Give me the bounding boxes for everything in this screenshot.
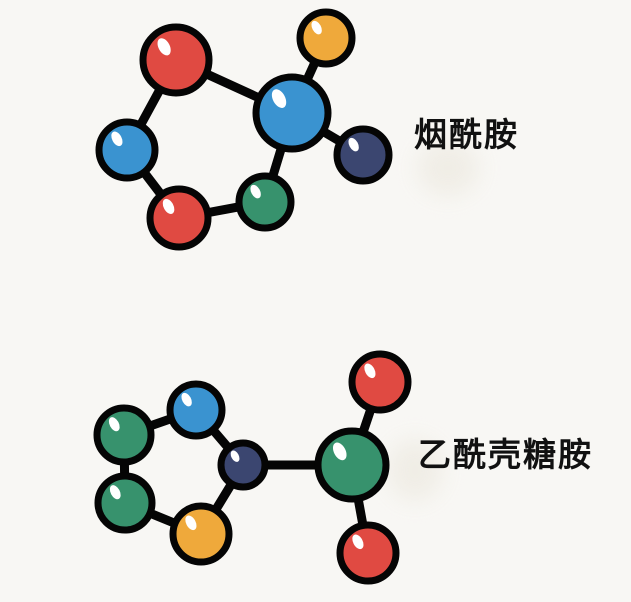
atom-highlight (364, 363, 376, 379)
atom-highlight (181, 392, 192, 407)
atom-highlight (108, 417, 120, 432)
atom-red[interactable] (336, 521, 400, 585)
atom-sphere[interactable] (146, 185, 212, 251)
atom-sphere[interactable] (166, 380, 226, 440)
atom-sphere[interactable] (348, 350, 412, 414)
atom-sphere[interactable] (235, 172, 295, 232)
atom-highlight (348, 137, 359, 152)
atom-highlight (332, 442, 347, 461)
atom-blue[interactable] (252, 73, 332, 153)
atom-sphere[interactable] (169, 502, 233, 566)
atom-red[interactable] (139, 23, 213, 97)
atom-sphere[interactable] (333, 125, 393, 185)
atom-green[interactable] (94, 472, 156, 534)
atom-navy[interactable] (217, 439, 269, 491)
atom-blue[interactable] (166, 380, 226, 440)
molecule-n-acetylglucosamine (93, 350, 412, 585)
atom-sphere[interactable] (93, 404, 155, 466)
atom-green[interactable] (235, 172, 295, 232)
atom-red[interactable] (146, 185, 212, 251)
atom-red[interactable] (348, 350, 412, 414)
atom-highlight (271, 89, 287, 108)
atom-group (95, 8, 393, 251)
atom-sphere[interactable] (217, 439, 269, 491)
atom-green[interactable] (93, 404, 155, 466)
atom-highlight (111, 131, 123, 147)
atom-green[interactable] (314, 427, 390, 503)
molecule-label-nicotinamide: 烟酰胺 (414, 115, 519, 154)
atom-highlight (311, 20, 322, 35)
atom-sphere[interactable] (336, 521, 400, 585)
atom-highlight (185, 515, 197, 531)
atom-blue[interactable] (95, 118, 159, 182)
molecule-label-n-acetylglucosamine: 乙酰壳糖胺 (418, 435, 593, 474)
atom-highlight (230, 450, 240, 462)
atom-navy[interactable] (333, 125, 393, 185)
atom-highlight (162, 198, 175, 214)
atom-highlight (352, 534, 364, 550)
atom-orange[interactable] (169, 502, 233, 566)
atom-sphere[interactable] (252, 73, 332, 153)
atom-sphere[interactable] (296, 8, 356, 68)
atom-highlight (109, 485, 121, 500)
atom-group (93, 350, 412, 585)
molecule-nicotinamide (95, 8, 393, 251)
atom-sphere[interactable] (95, 118, 159, 182)
atom-sphere[interactable] (139, 23, 213, 97)
atom-highlight (250, 184, 261, 199)
atom-sphere[interactable] (314, 427, 390, 503)
atom-orange[interactable] (296, 8, 356, 68)
atom-sphere[interactable] (94, 472, 156, 534)
atom-highlight (157, 38, 171, 56)
